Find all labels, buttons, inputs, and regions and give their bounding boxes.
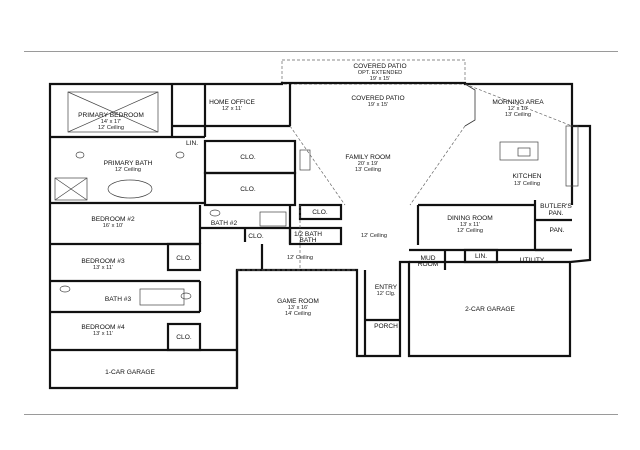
svg-text:19' x 15': 19' x 15' — [370, 76, 391, 82]
svg-text:14' x 17': 14' x 17' — [101, 119, 122, 125]
svg-text:12' Ceiling: 12' Ceiling — [457, 228, 483, 234]
label-lin-mud: LIN. — [475, 253, 487, 260]
label-bath-2: BATH #2 — [211, 220, 238, 227]
label-butlers-pantry: BUTLER'S PAN. — [540, 203, 572, 217]
label-home-office: HOME OFFICE 12' x 11' — [209, 99, 255, 112]
label-bath-3: BATH #3 — [105, 296, 132, 303]
svg-text:12' x 10': 12' x 10' — [508, 106, 529, 112]
label-hall-ceiling: 12' Ceiling — [287, 255, 313, 261]
label-1-car-garage: 1-CAR GARAGE — [105, 369, 155, 376]
label-closet-hall: CLO. — [312, 209, 328, 216]
bottom-rule — [24, 414, 618, 415]
svg-text:20' x 19': 20' x 19' — [358, 161, 379, 167]
svg-text:ENTRY: ENTRY — [375, 284, 398, 291]
label-mud-room: MUD ROOM — [418, 255, 439, 268]
svg-text:1/2 BATH: 1/2 BATH — [294, 231, 322, 238]
label-primary-bath: PRIMARY BATH 12' Ceiling — [104, 160, 153, 173]
label-lin-top: LIN. — [186, 140, 198, 147]
label-primary-bedroom: PRIMARY BEDROOM 14' x 17' 12' Ceiling — [78, 112, 144, 131]
label-covered-patio-extended: COVERED PATIO OPT. EXTENDED 19' x 15' — [353, 63, 406, 82]
label-half-bath: 1/2 BATH BATH — [294, 231, 322, 244]
svg-text:HOME OFFICE: HOME OFFICE — [209, 99, 255, 106]
svg-text:PAN.: PAN. — [549, 210, 564, 217]
svg-text:BEDROOM #2: BEDROOM #2 — [91, 216, 135, 223]
svg-text:BEDROOM #3: BEDROOM #3 — [81, 258, 125, 265]
svg-text:DINING ROOM: DINING ROOM — [447, 215, 492, 222]
label-bedroom-4: BEDROOM #4 13' x 11' — [81, 324, 125, 337]
label-bedroom-2: BEDROOM #2 16' x 10' — [91, 216, 135, 229]
label-closet-bed-3: CLO. — [176, 255, 192, 262]
label-closet-bed-4: CLO. — [176, 334, 192, 341]
svg-text:PRIMARY BATH: PRIMARY BATH — [104, 160, 153, 167]
svg-text:OPT. EXTENDED: OPT. EXTENDED — [358, 70, 402, 76]
label-bedroom-3: BEDROOM #3 13' x 11' — [81, 258, 125, 271]
svg-text:13' Ceiling: 13' Ceiling — [355, 167, 381, 173]
svg-text:MUD: MUD — [420, 255, 435, 262]
svg-text:16' x 10': 16' x 10' — [103, 223, 124, 229]
svg-text:13' Ceiling: 13' Ceiling — [505, 112, 531, 118]
fixtures — [54, 83, 579, 306]
label-entry: ENTRY 12' Clg. — [375, 284, 398, 297]
svg-text:12' Ceiling: 12' Ceiling — [115, 167, 141, 173]
svg-text:GAME ROOM: GAME ROOM — [277, 298, 319, 305]
svg-text:BUTLER'S: BUTLER'S — [540, 203, 572, 210]
svg-text:13' Ceiling: 13' Ceiling — [514, 181, 540, 187]
label-closet-primary-1: CLO. — [240, 154, 256, 161]
svg-text:MORNING AREA: MORNING AREA — [492, 99, 544, 106]
label-morning-area: MORNING AREA 12' x 10' 13' Ceiling — [492, 99, 544, 118]
label-closet-primary-2: CLO. — [240, 186, 256, 193]
label-pantry: PAN. — [550, 227, 565, 234]
svg-text:13' x 11': 13' x 11' — [460, 222, 480, 228]
label-closet-bath-2: CLO. — [248, 233, 264, 240]
label-porch: PORCH — [374, 323, 398, 330]
label-utility: UTILITY — [520, 257, 545, 264]
label-gallery-ceiling: 12' Ceiling — [361, 233, 387, 239]
top-rule — [24, 51, 618, 52]
svg-text:KITCHEN: KITCHEN — [513, 173, 542, 180]
svg-text:BATH: BATH — [299, 237, 316, 244]
label-2-car-garage: 2-CAR GARAGE — [465, 306, 515, 313]
label-family-room: FAMILY ROOM 20' x 19' 13' Ceiling — [345, 154, 390, 173]
svg-text:PRIMARY BEDROOM: PRIMARY BEDROOM — [78, 112, 144, 119]
svg-text:12' Clg.: 12' Clg. — [377, 291, 396, 297]
svg-text:19' x 15': 19' x 15' — [368, 102, 389, 108]
svg-text:FAMILY ROOM: FAMILY ROOM — [345, 154, 390, 161]
covered-patio-extension-outline — [281, 59, 466, 85]
interior-walls — [50, 84, 574, 388]
label-kitchen: KITCHEN 13' Ceiling — [513, 173, 542, 187]
svg-text:12' Ceiling: 12' Ceiling — [98, 125, 124, 131]
svg-text:12' x 11': 12' x 11' — [222, 106, 242, 112]
svg-text:ROOM: ROOM — [418, 261, 439, 268]
label-covered-patio: COVERED PATIO 19' x 15' — [351, 95, 404, 108]
svg-text:14' Ceiling: 14' Ceiling — [285, 311, 311, 317]
svg-text:BEDROOM #4: BEDROOM #4 — [81, 324, 125, 331]
svg-text:13' x 11': 13' x 11' — [93, 265, 113, 271]
svg-text:13' x 16': 13' x 16' — [288, 305, 309, 311]
svg-text:13' x 11': 13' x 11' — [93, 331, 113, 337]
svg-text:COVERED PATIO: COVERED PATIO — [351, 95, 404, 102]
label-game-room: GAME ROOM 13' x 16' 14' Ceiling — [277, 298, 319, 317]
svg-text:COVERED PATIO: COVERED PATIO — [353, 63, 406, 70]
label-dining-room: DINING ROOM 13' x 11' 12' Ceiling — [447, 215, 492, 234]
